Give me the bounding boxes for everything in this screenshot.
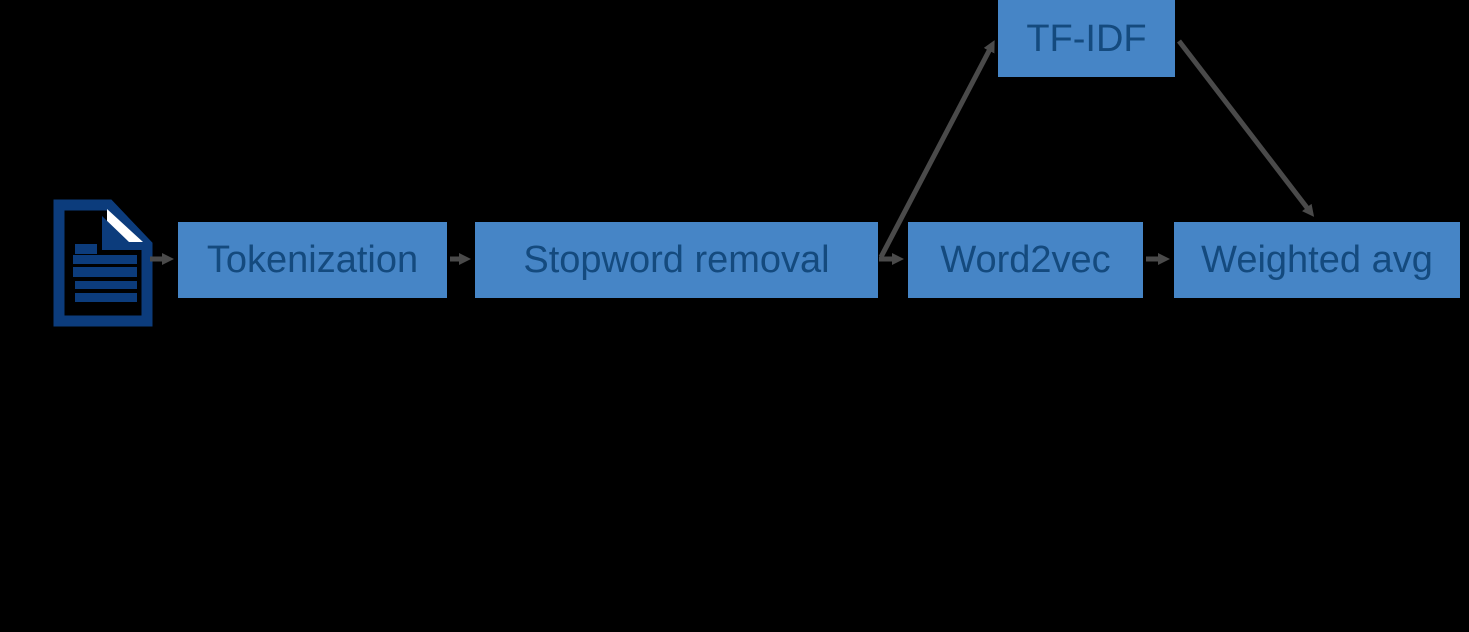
node-tokenization: Tokenization xyxy=(178,222,447,298)
node-tfidf-label: TF-IDF xyxy=(1026,17,1147,60)
node-tfidf: TF-IDF xyxy=(998,0,1175,77)
node-stopword-removal: Stopword removal xyxy=(475,222,878,298)
node-weighted-avg-label: Weighted avg xyxy=(1201,239,1433,281)
node-stopword-removal-label: Stopword removal xyxy=(523,239,830,281)
node-weighted-avg: Weighted avg xyxy=(1174,222,1460,298)
node-word2vec-label: Word2vec xyxy=(940,239,1111,281)
fold-flap xyxy=(102,216,129,242)
node-word2vec: Word2vec xyxy=(908,222,1143,298)
document-icon xyxy=(53,199,153,327)
edge-tfidf-to-weighted xyxy=(1177,39,1315,217)
node-tokenization-label: Tokenization xyxy=(206,239,419,281)
edge-stopword-to-tfidf xyxy=(878,40,995,259)
